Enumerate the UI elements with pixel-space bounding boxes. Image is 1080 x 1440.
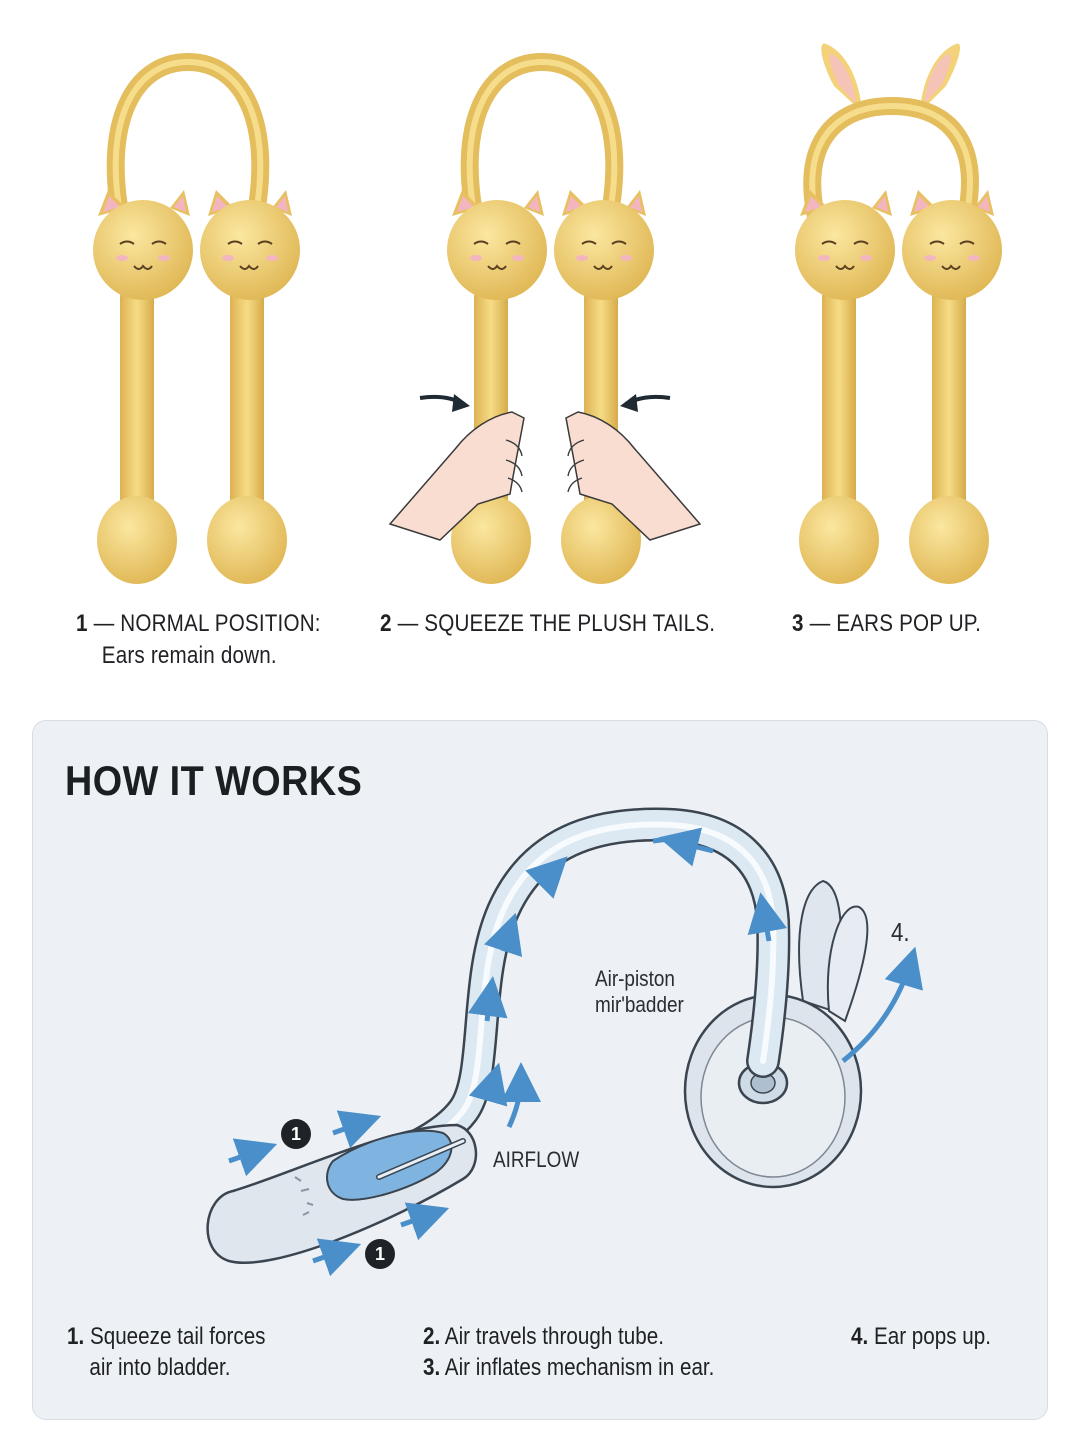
product-squeeze [388, 52, 702, 584]
how-caption-4: 4. Ear pops up. [851, 1321, 991, 1352]
how-caption-1-number: 1. [67, 1323, 85, 1350]
how-caption-2-3: 2. Air travels through tube. 3. Air infl… [423, 1321, 714, 1383]
step-1-subtitle: Ears remain down. [101, 642, 277, 669]
tail-ball-right [207, 496, 287, 584]
how-it-works-panel: HOW IT WORKS [32, 720, 1048, 1420]
step-1-number: 1 [76, 610, 88, 637]
step-1-badge-top: 1 [281, 1119, 311, 1149]
airflow-arrows [228, 827, 923, 1277]
airflow-label: AIRFLOW [493, 1147, 580, 1172]
air-piston-label-line1: Air-piston [595, 966, 675, 991]
step-1-caption: 1 — NORMAL POSITION: Ears remain down. [76, 608, 321, 672]
step-2-number: 2 [380, 610, 392, 637]
step-3-number: 3 [792, 610, 804, 637]
step-1-badge-bottom: 1 [365, 1239, 395, 1269]
tail-left [120, 280, 154, 520]
product-ears-up [795, 43, 1002, 584]
step-1-title: — NORMAL POSITION: [93, 610, 321, 637]
how-caption-2-text: Air travels through tube. [444, 1323, 664, 1350]
air-piston-label-line2: mir'badder [595, 992, 684, 1017]
how-caption-1: 1. Squeeze tail forces air into bladder. [67, 1321, 265, 1383]
tail-ball-left [97, 496, 177, 584]
product-normal-position [93, 52, 300, 584]
mechanism-diagram [206, 807, 923, 1277]
product-steps: 1 — NORMAL POSITION: Ears remain down. 2… [0, 0, 1080, 700]
step-4-marker: 4. [891, 917, 910, 947]
tail-right [230, 280, 264, 520]
squeeze-arrows [419, 394, 671, 412]
squeeze-tail-bulb [206, 1123, 478, 1264]
how-caption-4-text: Ear pops up. [873, 1323, 991, 1350]
how-caption-4-number: 4. [851, 1323, 869, 1350]
how-caption-3-number: 3. [423, 1354, 441, 1381]
how-caption-2-number: 2. [423, 1323, 441, 1350]
how-caption-1-line1: Squeeze tail forces [89, 1323, 266, 1350]
step-2-caption: 2 — SQUEEZE THE PLUSH TAILS. [380, 608, 715, 640]
how-caption-1-line2: air into bladder. [89, 1354, 231, 1381]
cat-head-right [200, 190, 300, 300]
cat-head-left [93, 190, 193, 300]
air-piston-label: Air-piston mir'badder [595, 966, 684, 1018]
step-3-title: — EARS POP UP. [809, 610, 981, 637]
hands-squeezing [388, 411, 702, 541]
step-3-caption: 3 — EARS POP UP. [792, 608, 981, 640]
product-illustration [93, 43, 1002, 584]
how-it-works-title: HOW IT WORKS [65, 757, 363, 804]
step-2-title: — SQUEEZE THE PLUSH TAILS. [397, 610, 716, 637]
how-caption-3-text: Air inflates mechanism in ear. [444, 1354, 715, 1381]
